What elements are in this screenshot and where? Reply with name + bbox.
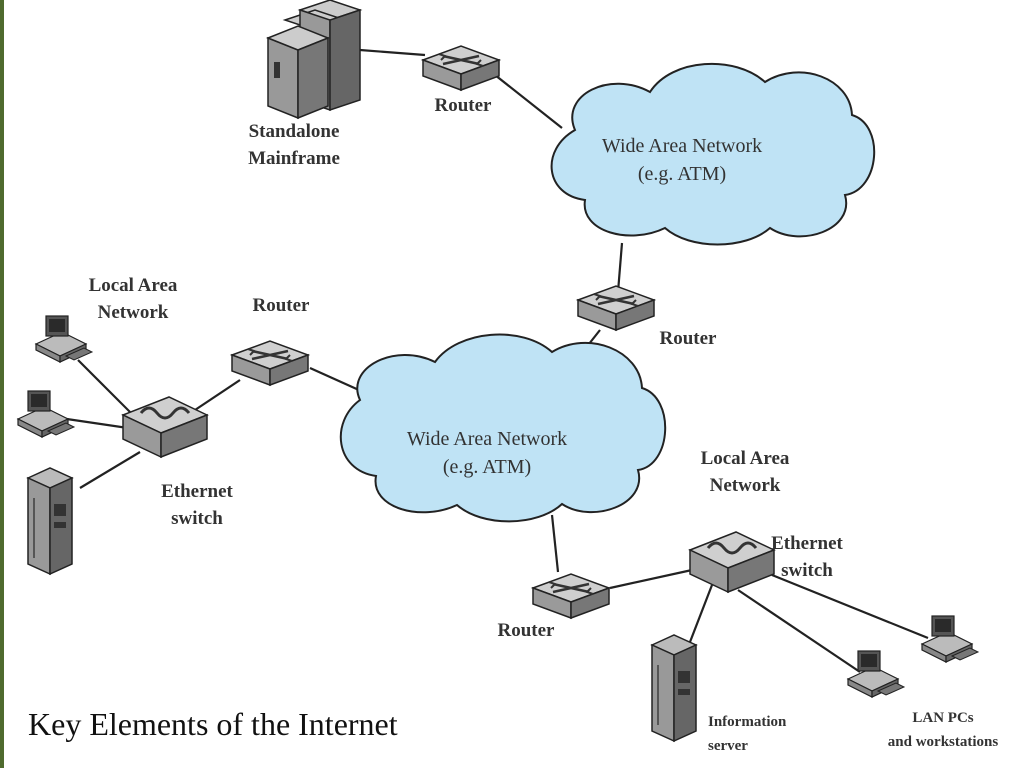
router-icon-top: [421, 44, 501, 92]
server-icon-left: [27, 467, 73, 575]
router-icon-mid-left: [230, 339, 310, 387]
wan-cloud-bottom: [339, 333, 667, 523]
router-label-mid-left: Router: [252, 295, 310, 316]
wan-label-top: Wide Area Network(e.g. ATM): [601, 135, 763, 185]
router-label-bottom: Router: [497, 620, 555, 641]
router-icon-mid-right: [576, 284, 656, 332]
router-icon-bottom: [531, 572, 611, 620]
wan-cloud-top: [550, 62, 876, 246]
pc-icon-right-2: [921, 615, 979, 663]
slide-caption: Key Elements of the Internet: [28, 706, 398, 742]
ethernet-switch-icon-left: [121, 395, 209, 459]
pc-icon-left-2: [17, 390, 75, 438]
slide-left-border: [0, 0, 4, 768]
router-label-top: Router: [434, 95, 492, 116]
wan-label-bottom: Wide Area Network(e.g. ATM): [406, 428, 568, 478]
router-label-mid-right: Router: [659, 328, 717, 349]
pc-icon-right-1: [847, 650, 905, 698]
information-server-icon: [651, 634, 697, 742]
mainframe-icon: [265, 0, 363, 120]
